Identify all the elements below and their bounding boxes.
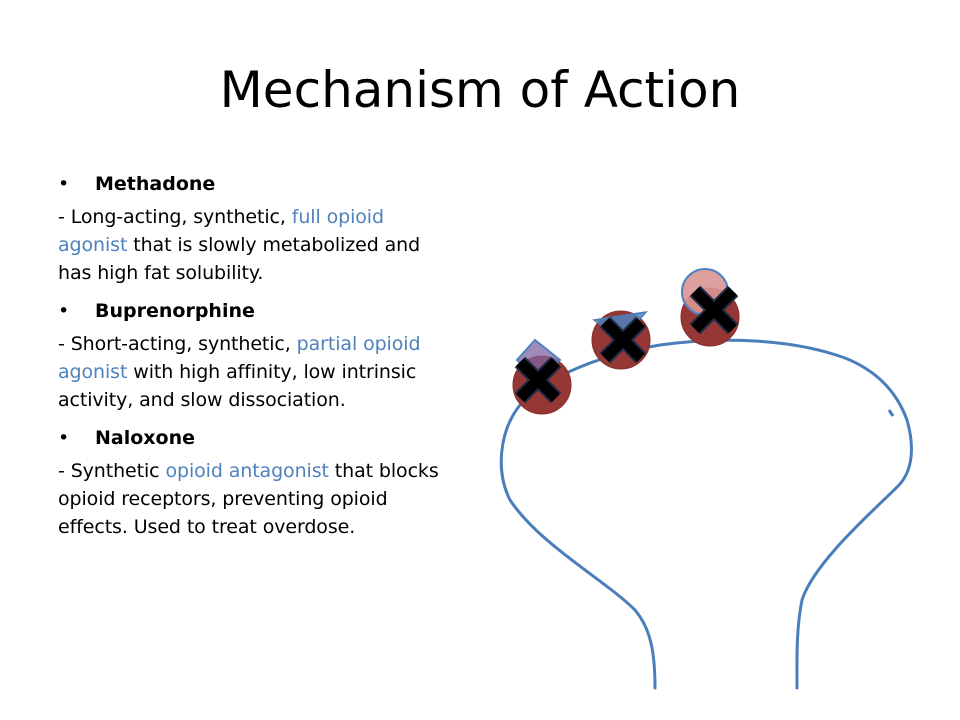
bullet-heading: Methadone	[95, 173, 216, 195]
desc-highlight: partial opioid agonist	[58, 333, 421, 383]
content-body: • Methadone - Long-acting, synthetic, fu…	[58, 170, 458, 551]
desc-text: - Short-acting, synthetic,	[58, 333, 297, 355]
desc-text: that blocks opioid receptors, preventing…	[58, 460, 439, 538]
desc-text: - Synthetic	[58, 460, 166, 482]
bullet-icon: •	[58, 173, 70, 195]
desc-text: - Long-acting, synthetic,	[58, 206, 292, 228]
bullet-naloxone: • Naloxone	[58, 424, 458, 452]
description-naloxone: - Synthetic opioid antagonist that block…	[58, 457, 458, 541]
bullet-heading: Buprenorphine	[95, 300, 255, 322]
membrane-notch	[887, 409, 895, 417]
bullet-icon: •	[58, 427, 70, 449]
description-buprenorphine: - Short-acting, synthetic, partial opioi…	[58, 330, 458, 414]
desc-text: with high affinity, low intrinsic activi…	[58, 361, 417, 411]
desc-highlight: opioid antagonist	[165, 460, 329, 482]
x-mark-icon	[689, 285, 739, 335]
desc-text: that is slowly metabolized and has high …	[58, 234, 421, 284]
x-mark-icon	[599, 316, 647, 364]
bullet-methadone: • Methadone	[58, 170, 458, 198]
desc-highlight: full opioid agonist	[58, 206, 384, 256]
page-title: Mechanism of Action	[219, 61, 741, 119]
x-mark-icon	[514, 356, 562, 404]
bullet-icon: •	[58, 300, 70, 322]
bullet-buprenorphine: • Buprenorphine	[58, 297, 458, 325]
description-methadone: - Long-acting, synthetic, full opioid ag…	[58, 203, 458, 287]
bullet-heading: Naloxone	[95, 427, 196, 449]
